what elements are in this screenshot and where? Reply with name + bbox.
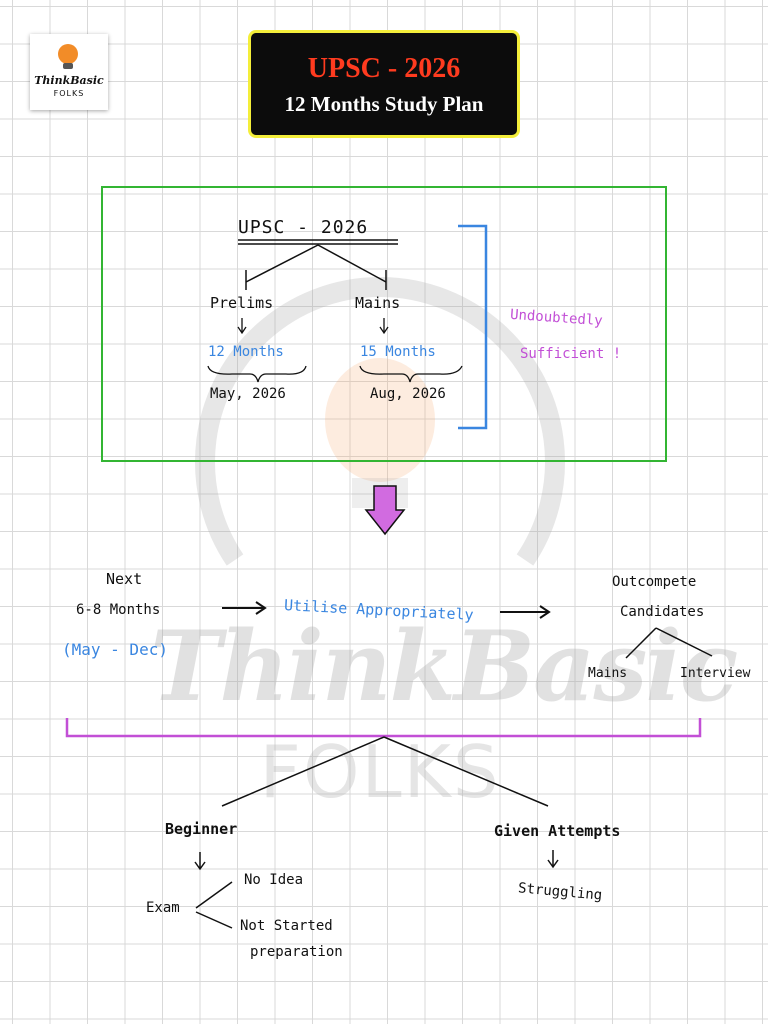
- mains-duration: 15 Months: [360, 344, 436, 360]
- given-attempts-label: Given Attempts: [494, 822, 621, 840]
- exam-timeline-box: [101, 186, 667, 462]
- bulb-icon: [58, 44, 78, 64]
- not-started-label: Not Started: [240, 918, 333, 934]
- mains-label: Mains: [355, 294, 401, 312]
- logo-title: ThinkBasic: [34, 74, 104, 87]
- preparation-label: preparation: [250, 944, 343, 960]
- no-idea-label: No Idea: [244, 872, 304, 888]
- exam-label: Exam: [146, 900, 180, 916]
- logo-subtitle: FOLKS: [53, 89, 85, 98]
- outcome-line1: Outcompete: [612, 574, 697, 590]
- prelims-duration: 12 Months: [208, 344, 284, 360]
- months-label: 6-8 Months: [76, 602, 161, 618]
- outcome-mains: Mains: [588, 666, 628, 681]
- prelims-date: May, 2026: [210, 386, 286, 402]
- outcome-interview: Interview: [680, 666, 751, 681]
- note-line2: Sufficient !: [520, 346, 622, 362]
- upsc-2026-root: UPSC - 2026: [238, 217, 369, 238]
- month-range: (May - Dec): [62, 640, 168, 659]
- title-banner: UPSC - 2026 12 Months Study Plan: [248, 30, 520, 138]
- page-title: UPSC - 2026: [307, 53, 461, 84]
- page-subtitle: 12 Months Study Plan: [284, 92, 484, 116]
- beginner-label: Beginner: [165, 820, 238, 838]
- brand-logo: ThinkBasic FOLKS: [30, 34, 108, 110]
- next-label: Next: [106, 570, 143, 588]
- mains-date: Aug, 2026: [370, 386, 446, 402]
- outcome-line2: Candidates: [620, 604, 705, 620]
- prelims-label: Prelims: [210, 294, 274, 312]
